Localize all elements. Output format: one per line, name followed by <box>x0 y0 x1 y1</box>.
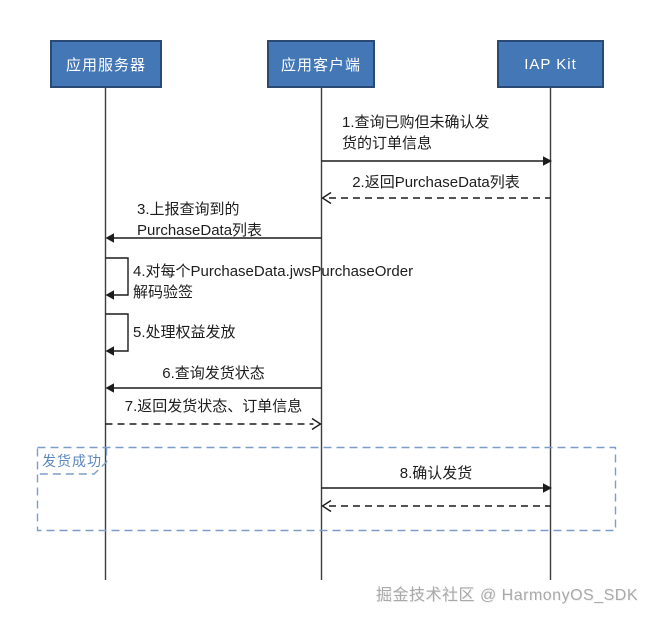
watermark: 掘金技术社区 @ HarmonyOS_SDK <box>376 587 638 604</box>
message-4-line-2: 解码验签 <box>133 284 194 301</box>
fragment-box <box>36 446 617 532</box>
message-3-arrow <box>105 233 322 243</box>
message-4-line-1: 4.对每个PurchaseData.jwsPurchaseOrder <box>133 263 414 280</box>
fragment-label-outline <box>37 447 108 475</box>
message-4-self-loop <box>105 257 129 300</box>
message-3-line-2: PurchaseData列表 <box>137 222 263 239</box>
message-2-label: 2.返回PurchaseData列表 <box>352 174 520 191</box>
message-5-self-loop <box>105 313 129 356</box>
message-5-label: 5.处理权益发放 <box>133 324 236 341</box>
message-2-arrow <box>321 191 551 205</box>
message-8-arrow <box>321 483 552 493</box>
message-6-label: 6.查询发货状态 <box>162 365 265 382</box>
message-1-label: 1.查询已购但未确认发 货的订单信息 <box>342 112 490 154</box>
participant-app-client: 应用客户端 <box>267 40 375 88</box>
message-1-arrow <box>321 156 552 166</box>
message-6-arrow <box>105 383 322 393</box>
message-7-label: 7.返回发货状态、订单信息 <box>124 398 303 415</box>
message-7-arrow <box>105 417 322 431</box>
message-3-label: 3.上报查询到的 PurchaseData列表 <box>137 199 262 241</box>
message-4-label: 4.对每个PurchaseData.jwsPurchaseOrder 解码验签 <box>133 261 413 303</box>
message-8-label: 8.确认发货 <box>399 465 473 482</box>
message-3-line-1: 3.上报查询到的 <box>137 201 240 218</box>
message-9-arrow <box>321 499 551 513</box>
participant-app-server: 应用服务器 <box>50 40 162 88</box>
message-1-line-2: 货的订单信息 <box>342 135 433 152</box>
fragment-label: 发货成功 <box>42 453 102 469</box>
message-1-line-1: 1.查询已购但未确认发 <box>342 114 490 131</box>
participant-iap-kit: IAP Kit <box>497 40 604 88</box>
